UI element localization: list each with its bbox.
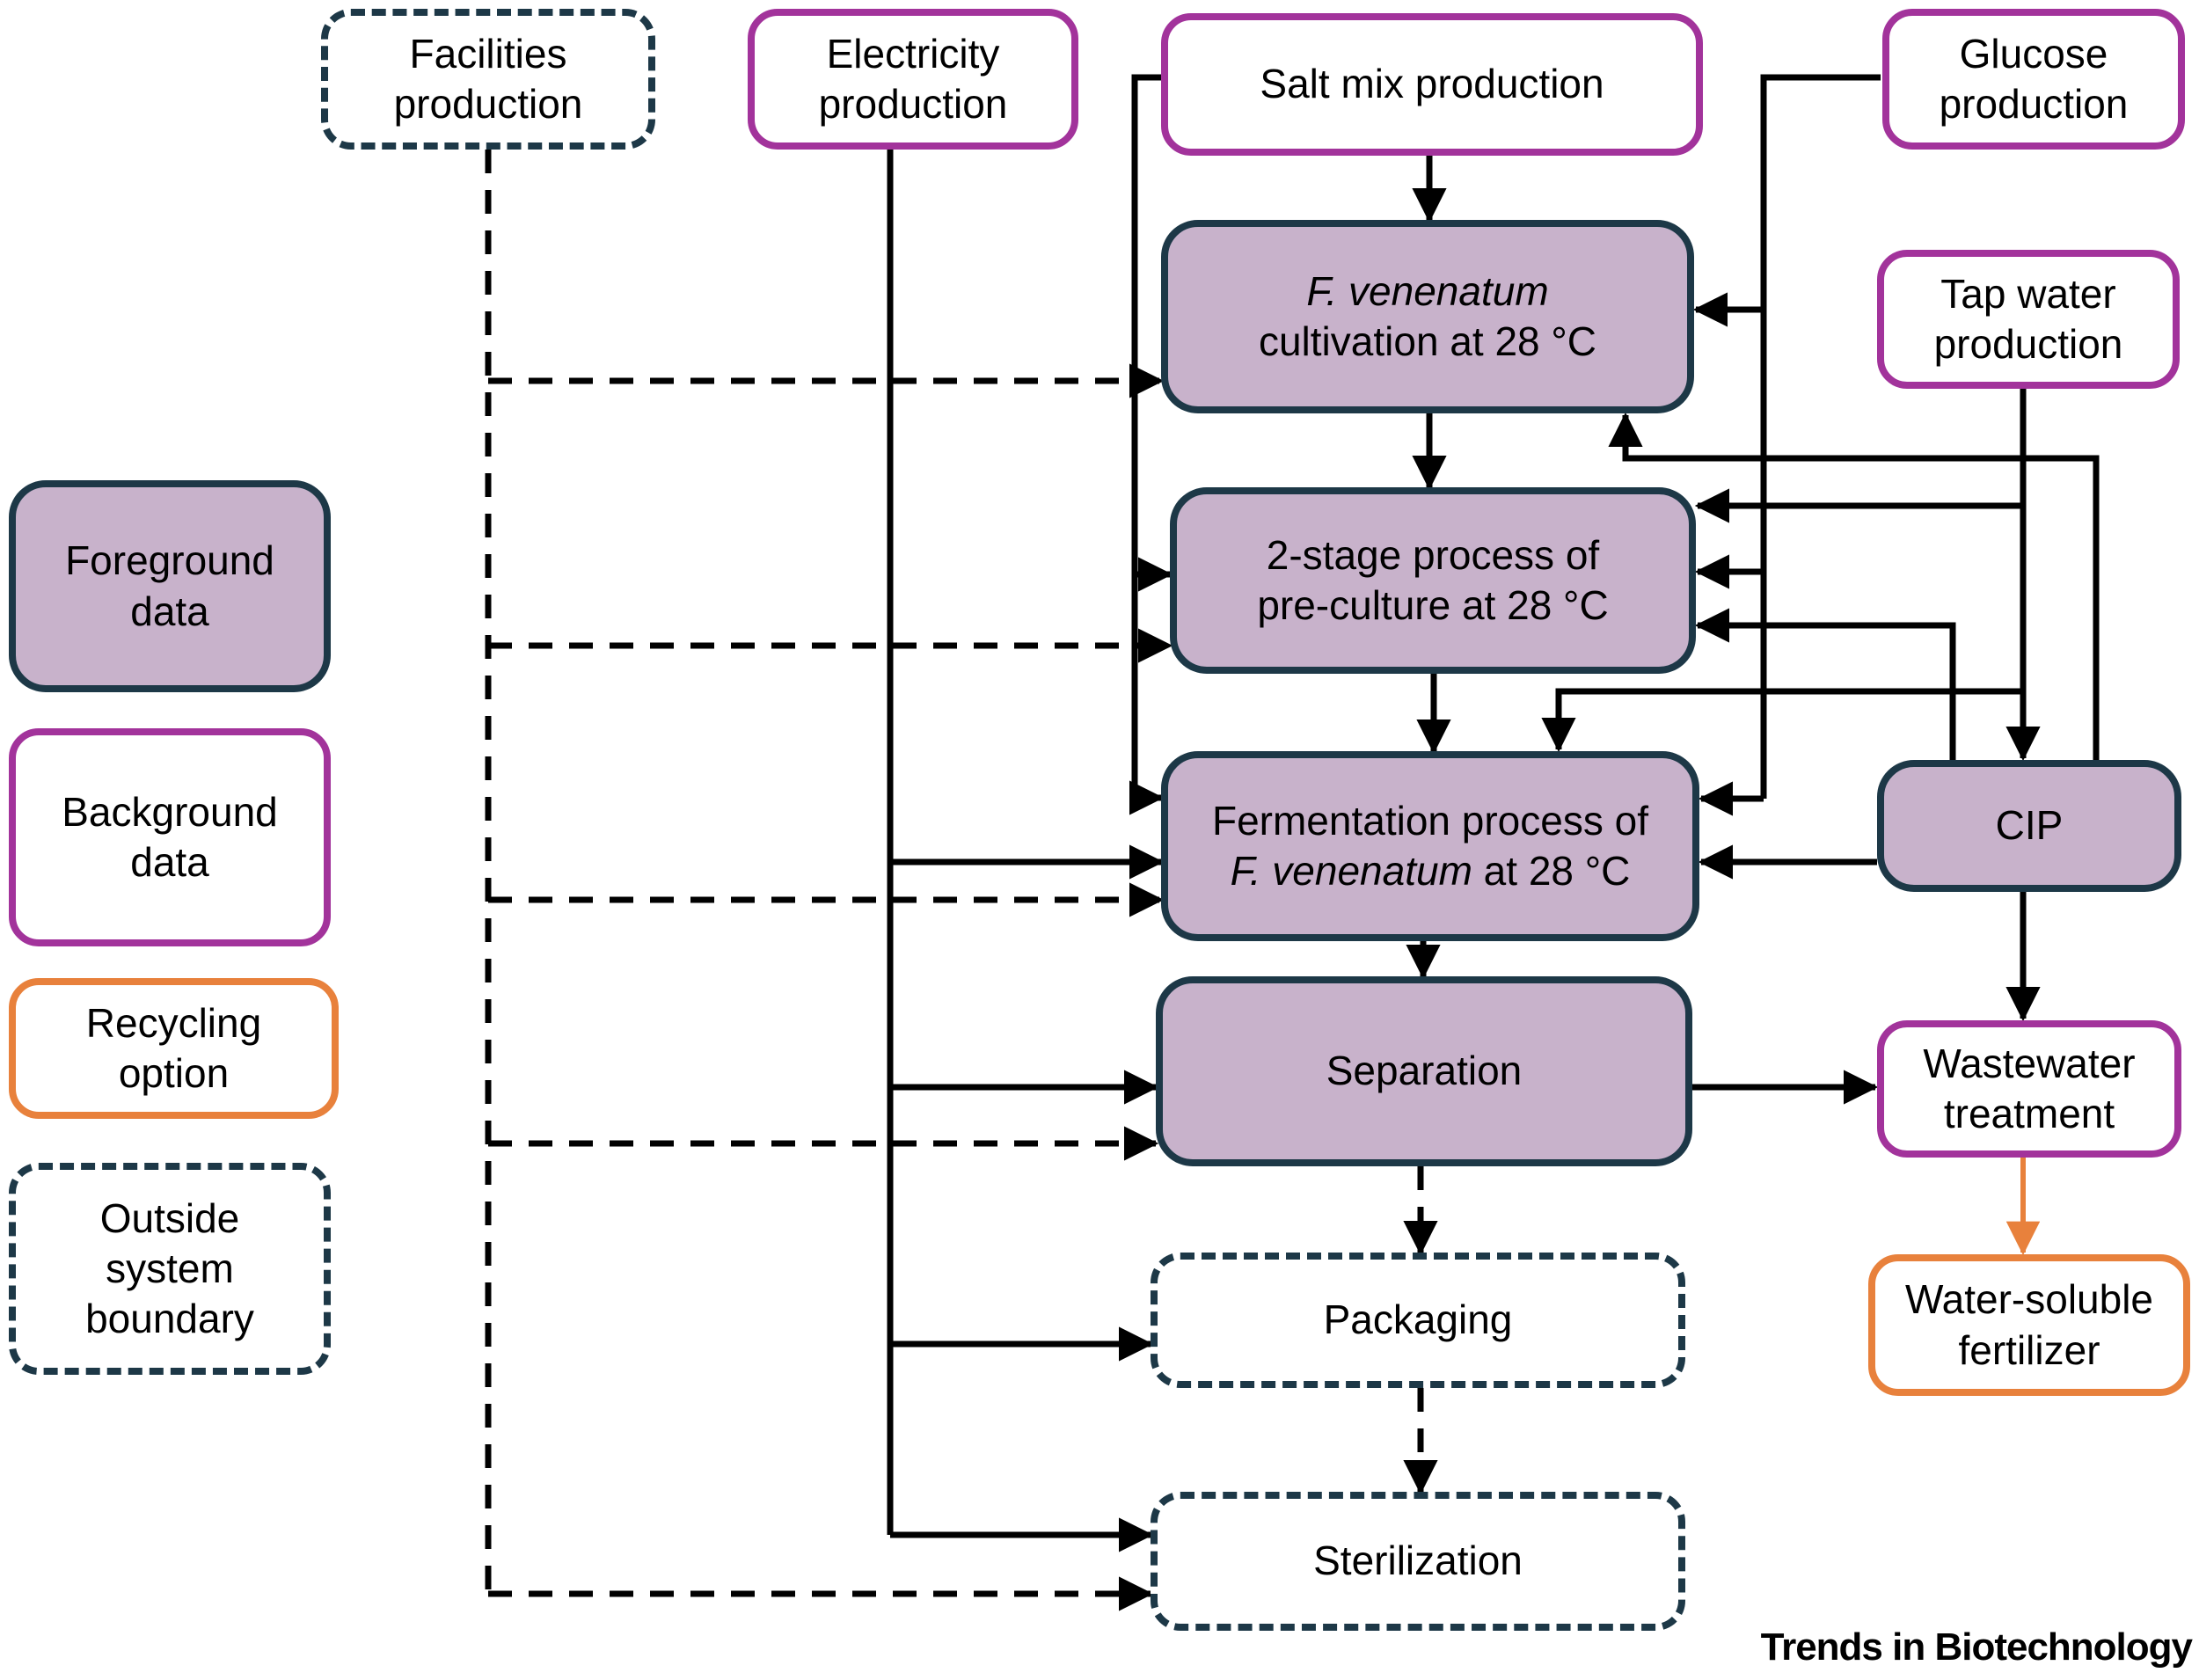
legend-label-line: Background	[62, 788, 278, 835]
legend-label-line: system	[106, 1245, 234, 1291]
node-separation: Separation	[1156, 976, 1692, 1166]
legend-label-line: Foreground	[65, 537, 274, 584]
node-salt-mix-production: Salt mix production	[1161, 13, 1703, 156]
node-label-line: treatment	[1943, 1091, 2115, 1136]
node-packaging: Packaging	[1151, 1253, 1685, 1388]
node-label-line: 2-stage process of	[1266, 531, 1600, 578]
node-tap-water-production: Tap water production	[1877, 250, 2180, 389]
legend-background-data: Background data	[9, 728, 331, 946]
legend-foreground-data: Foreground data	[9, 480, 331, 692]
node-label-line: F. venenatum at 28 °C	[1231, 846, 1631, 896]
legend-outside-system-boundary: Outside system boundary	[9, 1163, 331, 1375]
node-glucose-production: Glucose production	[1882, 9, 2185, 150]
legend-label-line: boundary	[85, 1296, 254, 1342]
node-fermentation: Fermentation process of F. venenatum at …	[1161, 751, 1699, 941]
node-label-line: Sterilization	[1313, 1538, 1523, 1584]
node-sterilization: Sterilization	[1151, 1492, 1685, 1631]
arrow-tap-water-to-fermentation-top	[1541, 688, 2023, 753]
line-glucose-trunk	[1760, 74, 1881, 799]
journal-wordmark: Trends in Biotechnology	[1760, 1625, 2193, 1669]
node-label-line: Water-soluble	[1904, 1276, 2154, 1323]
node-label-line: Fermentation process of	[1211, 797, 1648, 844]
node-label-line: cultivation at 28 °C	[1258, 318, 1597, 364]
node-label-line: production	[818, 81, 1008, 127]
legend-recycling-option: Recycling option	[9, 978, 339, 1119]
node-label-line: Facilities	[409, 30, 567, 77]
node-cip: CIP	[1877, 760, 2181, 892]
node-label-line: production	[1933, 321, 2123, 367]
node-cultivation: F. venenatum cultivation at 28 °C	[1161, 220, 1694, 413]
node-label-segment: at 28 °C	[1472, 848, 1631, 894]
node-label-italic-segment: F. venenatum	[1230, 848, 1472, 894]
node-label-line: Salt mix production	[1260, 61, 1604, 107]
node-label-line: Separation	[1326, 1048, 1523, 1094]
legend-label-line: option	[118, 1050, 230, 1096]
node-label-line: Electricity	[826, 30, 1000, 77]
legend-label-line: data	[130, 588, 209, 634]
node-label-line: production	[1939, 81, 2129, 127]
node-water-soluble-fertilizer: Water-soluble fertilizer	[1868, 1254, 2190, 1396]
node-label-line: Glucose	[1959, 30, 2108, 77]
node-label-line: pre-culture at 28 °C	[1257, 582, 1609, 628]
node-label-line: Packaging	[1323, 1297, 1513, 1343]
node-label-line: Tap water	[1940, 270, 2116, 317]
node-label-line: CIP	[1995, 802, 2064, 849]
line-salt-mix-trunk	[1131, 74, 1163, 798]
legend-label-line: data	[130, 839, 209, 885]
node-electricity-production: Electricity production	[748, 9, 1078, 150]
node-pre-culture: 2-stage process of pre-culture at 28 °C	[1170, 487, 1696, 674]
legend-label-line: Recycling	[85, 999, 262, 1046]
node-label-line: F. venenatum	[1306, 267, 1549, 314]
node-wastewater-treatment: Wastewater treatment	[1877, 1020, 2181, 1158]
legend-label-line: Outside	[99, 1194, 240, 1241]
node-label-line: Wastewater	[1923, 1040, 2136, 1086]
node-facilities-production: Facilities production	[321, 9, 655, 150]
node-label-line: production	[393, 81, 583, 127]
arrow-cip-to-cultivation-recycle	[1608, 412, 2100, 760]
node-label-line: fertilizer	[1958, 1326, 2100, 1373]
arrow-cip-to-pre-culture	[1694, 608, 1956, 760]
